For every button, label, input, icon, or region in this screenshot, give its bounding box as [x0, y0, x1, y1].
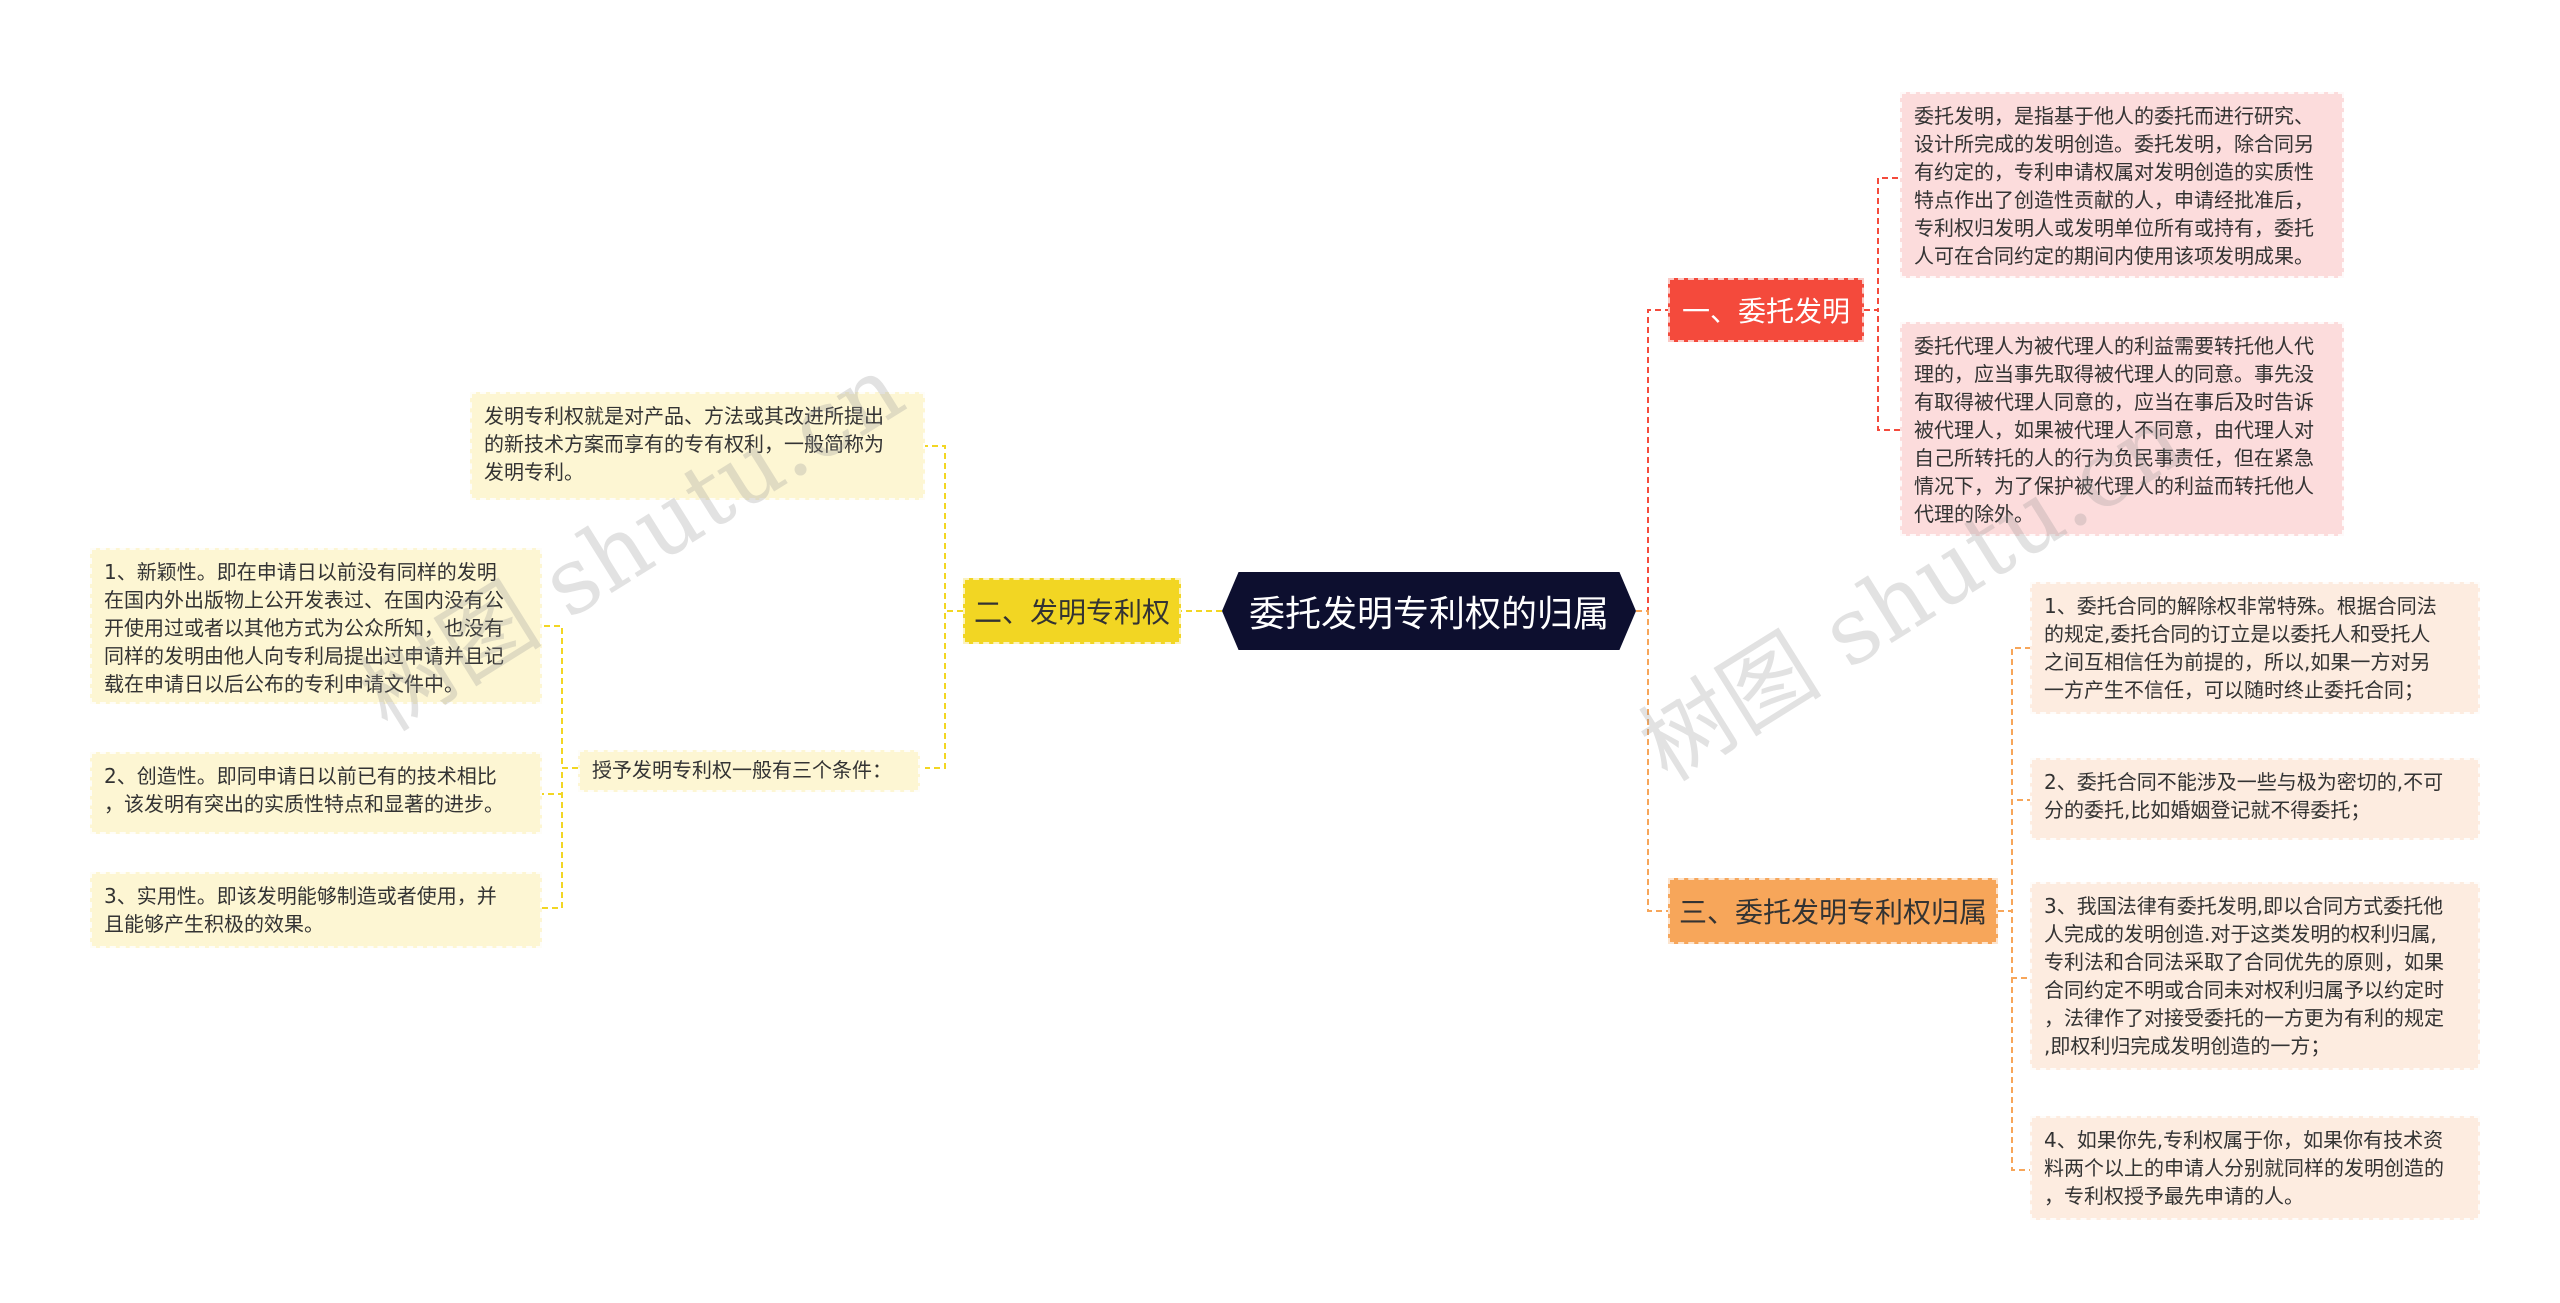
leaf-three-conditions[interactable]: 授予发明专利权一般有三个条件： [578, 750, 920, 792]
leaf-entrusted-invention-definition[interactable]: 委托发明，是指基于他人的委托而进行研究、 设计所完成的发明创造。委托发明，除合同… [1900, 92, 2344, 278]
leaf-non-delegable[interactable]: 2、委托合同不能涉及一些与极为密切的,不可 分的委托,比如婚姻登记就不得委托； [2030, 758, 2480, 840]
leaf-inventiveness[interactable]: 2、创造性。即同申请日以前已有的技术相比 ，该发明有突出的实质性特点和显著的进步… [90, 752, 542, 834]
central-topic[interactable]: 委托发明专利权的归属 [1222, 572, 1636, 650]
leaf-practicality[interactable]: 3、实用性。即该发明能够制造或者使用，并 且能够产生积极的效果。 [90, 872, 542, 948]
branch-entrusted-invention[interactable]: 一、委托发明 [1668, 278, 1864, 342]
leaf-sub-agency-rule[interactable]: 委托代理人为被代理人的利益需要转托他人代 理的，应当事先取得被代理人的同意。事先… [1900, 322, 2344, 536]
leaf-first-to-file[interactable]: 4、如果你先,专利权属于你，如果你有技术资 料两个以上的申请人分别就同样的发明创… [2030, 1116, 2480, 1220]
branch-ownership[interactable]: 三、委托发明专利权归属 [1668, 878, 1998, 944]
branch-invention-patent[interactable]: 二、发明专利权 [963, 578, 1181, 644]
leaf-contract-priority[interactable]: 3、我国法律有委托发明,即以合同方式委托他 人完成的发明创造.对于这类发明的权利… [2030, 882, 2480, 1070]
leaf-termination-right[interactable]: 1、委托合同的解除权非常特殊。根据合同法 的规定,委托合同的订立是以委托人和受托… [2030, 582, 2480, 714]
leaf-patent-definition[interactable]: 发明专利权就是对产品、方法或其改进所提出 的新技术方案而享有的专有权利，一般简称… [470, 392, 925, 500]
leaf-novelty[interactable]: 1、新颖性。即在申请日以前没有同样的发明 在国内外出版物上公开发表过、在国内没有… [90, 548, 542, 704]
